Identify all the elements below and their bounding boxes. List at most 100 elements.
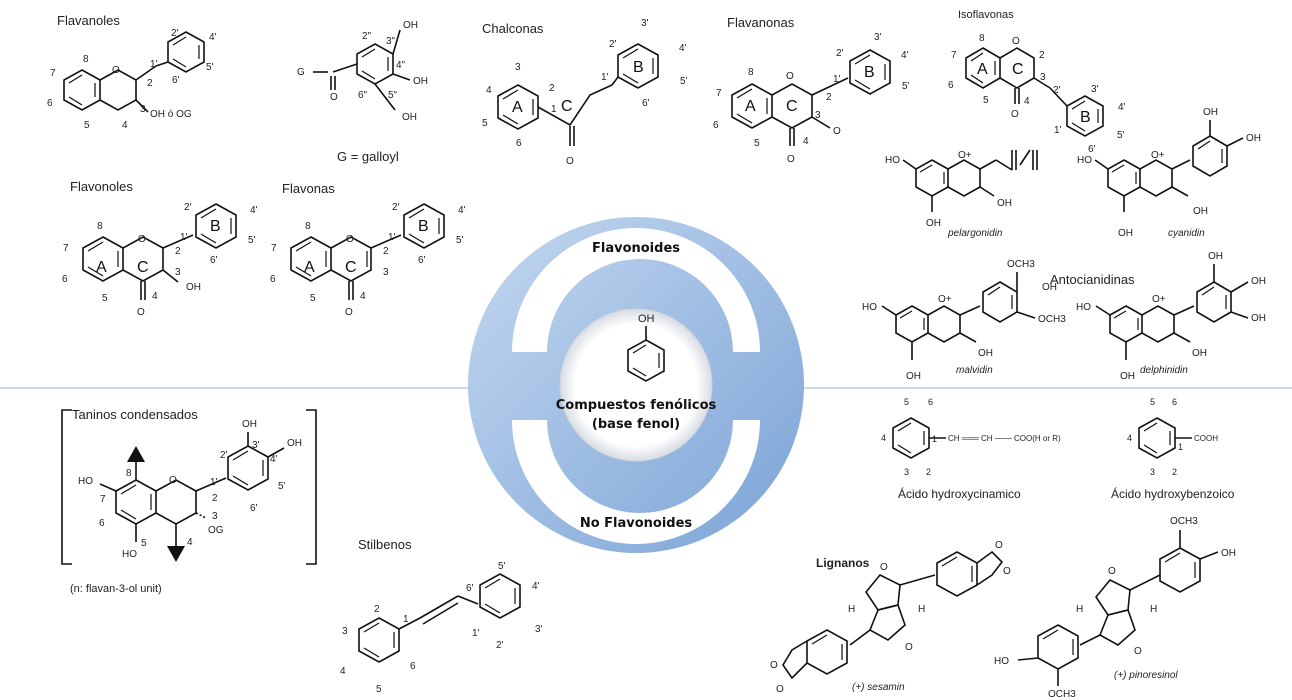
svg-text:OH: OH <box>1192 348 1207 359</box>
svg-text:6': 6' <box>1088 144 1096 155</box>
svg-text:O: O <box>1012 36 1020 47</box>
svg-text:4: 4 <box>1024 96 1030 107</box>
svg-text:O: O <box>833 126 841 137</box>
svg-text:3: 3 <box>342 626 348 637</box>
svg-text:4': 4' <box>209 32 217 43</box>
svg-text:C: C <box>561 98 573 115</box>
svg-text:OH: OH <box>1042 282 1057 293</box>
chalconas-structure: Chalconas A C B 34 56 21 O 3'2' 4'5' 6'1… <box>482 18 688 167</box>
svg-text:H: H <box>918 604 925 615</box>
svg-text:3: 3 <box>140 104 146 115</box>
svg-text:O: O <box>138 234 146 245</box>
svg-text:7: 7 <box>100 494 106 505</box>
svg-text:3': 3' <box>252 440 260 451</box>
svg-text:O: O <box>1134 646 1142 657</box>
svg-text:1': 1' <box>388 232 396 243</box>
svg-text:OH: OH <box>1193 206 1208 217</box>
antocianidinas-title: Antocianidinas <box>1050 272 1135 287</box>
svg-text:6: 6 <box>516 138 522 149</box>
svg-text:6': 6' <box>642 98 650 109</box>
sesamin-structure: O O H H O O O O (+) sesamin <box>770 540 1011 695</box>
svg-text:5': 5' <box>456 235 464 246</box>
svg-text:OH: OH <box>242 419 257 430</box>
svg-text:4": 4" <box>396 60 406 71</box>
svg-text:4: 4 <box>486 85 492 96</box>
svg-text:OCH3: OCH3 <box>1038 314 1066 325</box>
svg-text:5: 5 <box>904 397 909 407</box>
svg-text:1': 1' <box>472 628 480 639</box>
svg-text:4': 4' <box>679 43 687 54</box>
svg-text:O: O <box>787 154 795 165</box>
svg-text:OH: OH <box>1221 548 1236 559</box>
svg-text:6: 6 <box>99 518 105 529</box>
svg-text:4': 4' <box>250 205 258 216</box>
svg-text:OH: OH <box>1118 228 1133 239</box>
svg-text:4: 4 <box>340 666 346 677</box>
lignanos-structures: Lignanos O O H H O O O O (+) sesamin <box>770 516 1236 700</box>
svg-text:C: C <box>345 259 357 276</box>
svg-text:O: O <box>905 642 913 653</box>
svg-text:5: 5 <box>376 684 382 695</box>
svg-text:B: B <box>210 218 221 235</box>
svg-text:delphinidin: delphinidin <box>1140 365 1188 376</box>
svg-text:2: 2 <box>147 78 153 89</box>
svg-text:6: 6 <box>62 274 68 285</box>
svg-text:5: 5 <box>310 293 316 304</box>
svg-text:B: B <box>864 64 875 81</box>
svg-text:6: 6 <box>948 80 954 91</box>
svg-text:8: 8 <box>979 33 985 44</box>
svg-text:2: 2 <box>826 92 832 103</box>
svg-text:6: 6 <box>410 661 416 672</box>
svg-text:C: C <box>137 259 149 276</box>
svg-text:OH: OH <box>402 112 417 123</box>
isoflavonas-title: Isoflavonas <box>958 9 1014 21</box>
svg-text:6: 6 <box>928 397 933 407</box>
svg-text:HO: HO <box>122 549 137 560</box>
svg-text:4': 4' <box>532 581 540 592</box>
svg-text:HO: HO <box>862 302 877 313</box>
svg-text:3': 3' <box>535 624 543 635</box>
svg-text:O: O <box>786 71 794 82</box>
svg-text:COOH: COOH <box>1194 434 1218 443</box>
svg-text:5': 5' <box>498 561 506 572</box>
svg-text:OH: OH <box>1120 371 1135 382</box>
central-ring: Flavonoides No Flavonoides Compuestos fe… <box>468 217 804 553</box>
svg-text:5: 5 <box>983 95 989 106</box>
core-subtitle: (base fenol) <box>592 417 680 432</box>
svg-text:7: 7 <box>63 243 69 254</box>
svg-text:H: H <box>848 604 855 615</box>
svg-text:8: 8 <box>748 67 754 78</box>
svg-text:6': 6' <box>418 255 426 266</box>
svg-text:2: 2 <box>212 493 218 504</box>
svg-text:2': 2' <box>1053 85 1061 96</box>
svg-text:5': 5' <box>680 76 688 87</box>
svg-text:H: H <box>1150 604 1157 615</box>
svg-text:1: 1 <box>1178 442 1183 452</box>
taninos-caption: (n: flavan-3-ol unit) <box>70 583 162 595</box>
svg-text:3: 3 <box>1150 467 1155 477</box>
svg-text:5: 5 <box>141 538 147 549</box>
svg-text:B: B <box>418 218 429 235</box>
flavonoides-label: Flavonoides <box>592 241 680 256</box>
svg-text:5': 5' <box>248 235 256 246</box>
svg-text:A: A <box>745 98 756 115</box>
svg-text:5": 5" <box>388 90 398 101</box>
svg-text:2: 2 <box>926 467 931 477</box>
phenol-oh: OH <box>638 313 655 325</box>
svg-text:6': 6' <box>250 503 258 514</box>
svg-text:8: 8 <box>83 54 89 65</box>
svg-text:1': 1' <box>180 232 188 243</box>
svg-text:B: B <box>633 59 644 76</box>
svg-text:O+: O+ <box>1152 294 1166 305</box>
svg-text:4: 4 <box>360 291 366 302</box>
svg-text:5: 5 <box>482 118 488 129</box>
svg-text:OH: OH <box>926 218 941 229</box>
taninos-title: Taninos condensados <box>72 407 198 422</box>
svg-text:HO: HO <box>885 155 900 166</box>
cyanidin-structure: HO O+ OH OH OH OH cyanidin <box>1077 107 1261 239</box>
svg-text:O: O <box>330 92 338 103</box>
svg-text:A: A <box>96 259 107 276</box>
svg-text:1': 1' <box>833 74 841 85</box>
pelargonidin-structure: HO O+ OH OH pelargonidin <box>885 149 1038 239</box>
